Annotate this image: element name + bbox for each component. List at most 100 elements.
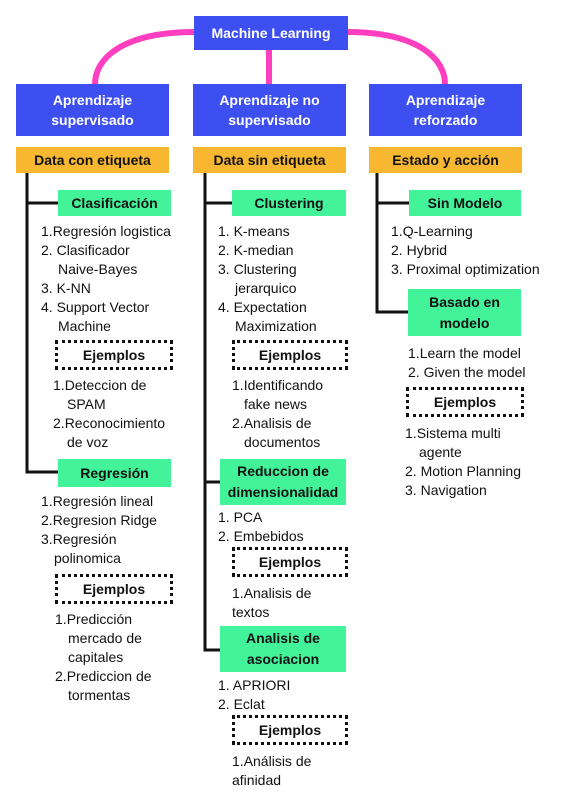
examples-label: Ejemplos (433, 394, 497, 410)
clustering-node: Clustering (232, 190, 346, 216)
list-item: 1. K-means (218, 223, 290, 239)
unsupervised-subtitle-label: Data sin etiqueta (213, 152, 326, 168)
list-item: 3.Regresión (41, 531, 117, 547)
classification-examples-list: 1.Deteccion de SPAM 2.Reconocimiento de … (53, 376, 165, 452)
supervised-title-line1: Aprendizaje (52, 92, 133, 108)
model-based-examples-box: Ejemplos (406, 387, 524, 417)
list-item-continuation: de voz (67, 434, 109, 450)
association-examples-box: Ejemplos (232, 715, 348, 745)
list-item: 2.Prediccion de (55, 668, 152, 684)
list-item: 2. Given the model (408, 364, 526, 380)
regression-label: Regresión (80, 464, 149, 481)
classification-label: Clasificación (71, 194, 158, 211)
model-based-label-line2: modelo (439, 314, 490, 331)
list-item: 2.Reconocimiento (53, 415, 166, 431)
list-item: 1.Analisis de (232, 585, 312, 601)
list-item: 2.Regresion Ridge (41, 512, 157, 528)
list-item-continuation: Maximization (235, 318, 317, 334)
list-item: 2. Motion Planning (405, 463, 521, 479)
list-item: 3. Proximal optimization (391, 261, 540, 277)
list-item: 2. Clasificador (41, 242, 130, 258)
list-item: 4. Expectation (218, 299, 307, 315)
list-item-continuation: documentos (244, 434, 321, 450)
model-free-list: 1.Q-Learning 2. Hybrid 3. Proximal optim… (391, 222, 540, 279)
list-item-continuation: textos (232, 604, 270, 620)
list-item-continuation: SPAM (67, 396, 106, 412)
list-item: 1.Predicción (55, 611, 133, 627)
root-node: Machine Learning (194, 16, 348, 50)
unsupervised-title-line1: Aprendizaje no (219, 92, 320, 108)
connector-root-reinforcement (346, 29, 448, 85)
examples-label: Ejemplos (258, 347, 322, 363)
list-item: 2. K-median (218, 242, 294, 258)
list-item: 3. Navigation (405, 482, 487, 498)
model-based-node: Basado en modelo (408, 289, 521, 336)
root-label: Machine Learning (211, 25, 331, 41)
dimensionality-list: 1. PCA 2. Embebidos (218, 508, 304, 546)
supervised-subtitle-label: Data con etiqueta (34, 152, 151, 168)
supervised-subtitle: Data con etiqueta (16, 147, 169, 173)
regression-examples-list: 1.Predicción mercado de capitales 2.Pred… (55, 610, 152, 705)
tree-line-reinforcement (375, 173, 409, 314)
list-item: 2. Embebidos (218, 528, 304, 544)
list-item: 1. PCA (218, 509, 263, 525)
examples-label: Ejemplos (82, 581, 146, 597)
list-item-continuation: agente (419, 444, 462, 460)
list-item: 1.Regresión lineal (41, 493, 154, 509)
dimensionality-label-line1: Reduccion de (237, 463, 329, 479)
reinforcement-title-line1: Aprendizaje (405, 92, 486, 108)
regression-list: 1.Regresión lineal 2.Regresion Ridge 3.R… (41, 492, 157, 568)
reinforcement-subtitle-label: Estado y acción (392, 152, 499, 168)
connector-root-supervised (92, 29, 196, 85)
dimensionality-examples-list: 1.Analisis de textos (232, 584, 311, 622)
list-item: 4. Support Vector (41, 299, 150, 315)
list-item-continuation: capitales (68, 649, 124, 665)
classification-node: Clasificación (58, 190, 171, 216)
model-based-list: 1.Learn the model 2. Given the model (408, 344, 526, 382)
list-item: 2.Analisis de (232, 415, 312, 431)
association-label-line1: Analisis de (246, 630, 320, 646)
list-item: 1. APRIORI (218, 677, 291, 693)
regression-node: Regresión (58, 459, 171, 487)
classification-examples-box: Ejemplos (55, 340, 173, 370)
tree-line-supervised (25, 173, 60, 474)
supervised-title-line2: supervisado (51, 112, 134, 128)
list-item-continuation: jerarquico (235, 280, 297, 296)
list-item: 3. Clustering (218, 261, 297, 277)
list-item: 1.Sistema multi (405, 425, 501, 441)
clustering-examples-list: 1.Identificando fake news 2.Analisis de … (232, 376, 323, 452)
list-item: 1.Análisis de (232, 753, 312, 769)
supervised-node: Aprendizaje supervisado (16, 84, 169, 136)
list-item-continuation: afinidad (232, 772, 282, 788)
association-label-line2: asociacion (246, 651, 320, 667)
reinforcement-subtitle: Estado y acción (369, 147, 522, 173)
unsupervised-subtitle: Data sin etiqueta (193, 147, 346, 173)
list-item: 2. Eclat (218, 696, 265, 712)
association-examples-list: 1.Análisis de afinidad (232, 752, 311, 790)
reinforcement-title-line2: reforzado (413, 112, 478, 128)
examples-label: Ejemplos (258, 554, 322, 570)
unsupervised-node: Aprendizaje no supervisado (193, 84, 346, 136)
model-free-label: Sin Modelo (427, 194, 503, 211)
classification-list: 1.Regresión logistica 2. Clasificador Na… (41, 222, 171, 336)
dimensionality-examples-box: Ejemplos (232, 547, 348, 577)
list-item-continuation: Naive-Bayes (58, 261, 138, 277)
regression-examples-box: Ejemplos (55, 574, 173, 604)
list-item-continuation: fake news (244, 396, 308, 412)
examples-label: Ejemplos (82, 347, 146, 363)
reinforcement-node: Aprendizaje reforzado (369, 84, 522, 136)
list-item: 1.Learn the model (408, 345, 521, 361)
association-list: 1. APRIORI 2. Eclat (218, 676, 290, 714)
model-based-label-line1: Basado en (429, 293, 500, 310)
dimensionality-node: Reduccion de dimensionalidad (220, 459, 346, 505)
list-item: 3. K-NN (41, 280, 91, 296)
list-item: 1.Deteccion de (53, 377, 147, 393)
list-item: 2. Hybrid (391, 242, 448, 258)
tree-line-unsupervised (203, 173, 221, 652)
list-item: 1.Identificando (232, 377, 324, 393)
clustering-label: Clustering (254, 194, 324, 211)
list-item-continuation: Machine (58, 318, 111, 334)
list-item-continuation: polinomica (54, 550, 121, 566)
unsupervised-title-line2: supervisado (228, 112, 311, 128)
